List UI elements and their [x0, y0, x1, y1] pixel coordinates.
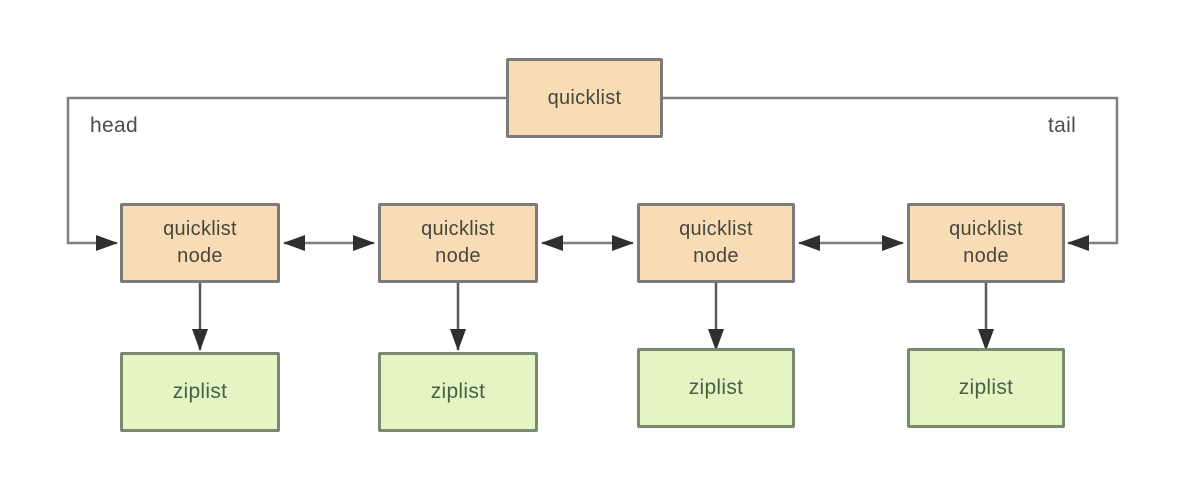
tail-connector-arrow — [663, 96, 1119, 251]
tail-label: tail — [1048, 114, 1077, 137]
quicklist-box-label: quicklist — [547, 86, 622, 109]
ziplist-box-label: ziplist — [688, 375, 744, 399]
ziplist-box-2: ziplist — [378, 352, 538, 432]
ziplist-box-label: ziplist — [958, 375, 1014, 399]
head-label: head — [90, 114, 138, 137]
head-connector-arrow — [66, 96, 506, 251]
ziplist-box-3: ziplist — [637, 348, 795, 428]
quicklist-box: quicklist — [506, 58, 663, 138]
ziplist-box-1: ziplist — [120, 352, 280, 432]
ziplist-box-4: ziplist — [907, 348, 1065, 428]
ziplist-box-label: ziplist — [172, 379, 228, 403]
ziplist-box-label: ziplist — [430, 379, 486, 403]
